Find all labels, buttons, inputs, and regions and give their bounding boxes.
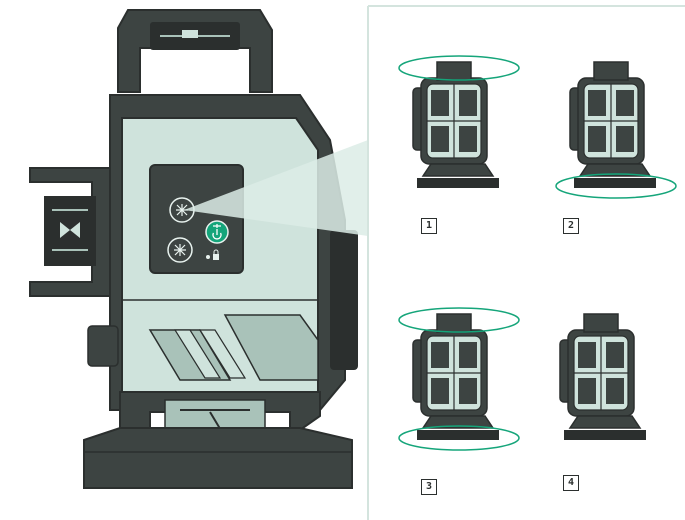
laser-plane-bottom: [398, 425, 520, 451]
laser-plane-top: [398, 307, 520, 333]
laser-plane-bottom: [555, 173, 677, 199]
mode-4-device: [559, 313, 647, 441]
padlock-icon: [213, 254, 219, 260]
callout-beam: [184, 140, 368, 236]
mode-number-badge: 4: [563, 475, 579, 491]
mode-number-badge: 2: [563, 218, 579, 234]
panel-border: [367, 5, 685, 520]
base-plate: [83, 427, 353, 489]
laser-plane-top: [398, 55, 520, 81]
mode-1-device: [398, 55, 520, 189]
mode-number-badge: 1: [421, 218, 437, 234]
mode-2-device: [555, 61, 677, 199]
mode-3-device: [398, 307, 520, 451]
mode-number-badge: 3: [421, 479, 437, 495]
